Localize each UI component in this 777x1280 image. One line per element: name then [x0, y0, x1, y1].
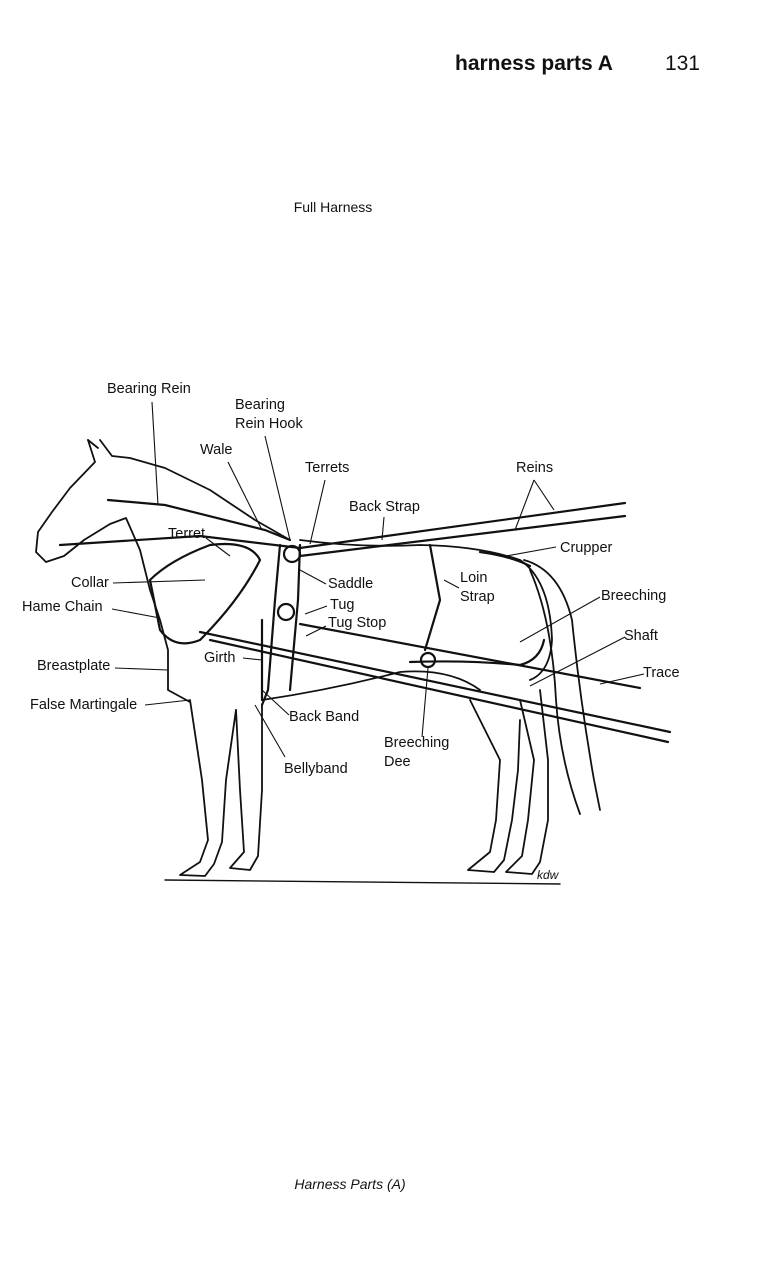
label-loin-strap: Loin Strap [460, 570, 495, 605]
label-bearing-rein-hook: Bearing Rein Hook [235, 397, 303, 432]
artist-mark: kdw [537, 868, 559, 882]
label-collar: Collar [71, 575, 109, 591]
label-tug: Tug [330, 597, 355, 613]
figure-caption: Harness Parts (A) [294, 1176, 406, 1192]
label-bellyband: Bellyband [284, 761, 348, 777]
label-breastplate: Breastplate [37, 658, 111, 674]
label-girth: Girth [204, 650, 236, 666]
label-false-martingale: False Martingale [30, 697, 138, 713]
label-hame-chain: Hame Chain [22, 599, 103, 615]
figure-title: Full Harness [293, 199, 373, 215]
label-back-strap: Back Strap [349, 499, 420, 515]
label-trace: Trace [643, 665, 680, 681]
label-reins: Reins [516, 460, 554, 476]
label-breeching-dee: Breeching Dee [384, 735, 450, 770]
label-terrets: Terrets [305, 460, 350, 476]
harness-drawing [58, 498, 672, 744]
label-wale: Wale [200, 442, 233, 458]
page-header: harness parts A 131 [380, 52, 700, 76]
horse-drawing [35, 439, 601, 885]
label-saddle: Saddle [328, 576, 374, 592]
label-back-band: Back Band [289, 709, 360, 725]
running-head: harness parts A [455, 52, 613, 75]
leader-lines [111, 401, 645, 758]
label-shaft: Shaft [624, 628, 658, 644]
label-terret: Terret [168, 526, 206, 542]
label-crupper: Crupper [560, 540, 613, 556]
label-breeching: Breeching [601, 588, 667, 604]
label-bearing-rein: Bearing Rein [107, 381, 191, 397]
page-number: 131 [664, 52, 700, 75]
label-tug-stop: Tug Stop [328, 615, 387, 631]
